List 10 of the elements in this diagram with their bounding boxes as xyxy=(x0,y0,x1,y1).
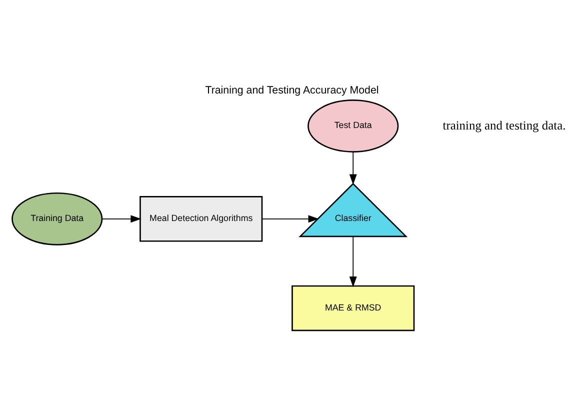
diagram-title: Training and Testing Accuracy Model xyxy=(205,84,379,97)
arrow xyxy=(262,215,319,223)
arrow xyxy=(349,151,357,185)
node-ellipse: Training Data xyxy=(12,192,103,246)
node-ellipse: Test Data xyxy=(308,100,399,152)
label: training and testing data. xyxy=(442,118,566,132)
node-box: Meal Detection Algorithms xyxy=(140,196,263,242)
arrow xyxy=(349,236,357,288)
arrow xyxy=(102,215,142,223)
node-box: MAE & RMSD xyxy=(292,285,415,332)
